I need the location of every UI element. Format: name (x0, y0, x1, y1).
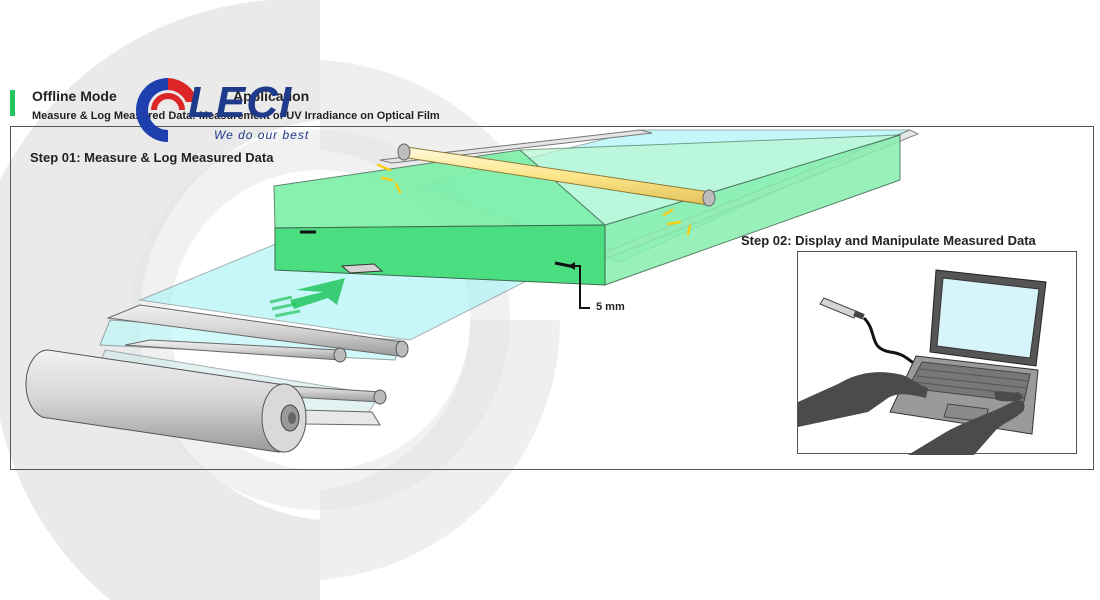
film-supply-roll (25, 349, 307, 453)
gap-dimension-label: 5 mm (596, 301, 625, 313)
mode-title: Offline Mode (32, 88, 117, 104)
direction-arrow-icon (269, 278, 345, 318)
logo-tagline: We do our best (214, 128, 310, 142)
leci-logo (136, 78, 198, 142)
logo-brand-text: LECI (188, 78, 293, 127)
gap-dimension-marker (568, 262, 590, 309)
step-01-label: Step 01: Measure & Log Measured Data (30, 150, 274, 165)
diagram-frame (10, 126, 1094, 470)
page-subtitle: Measure & Log Measured Data: Measurement… (32, 110, 440, 122)
sensor-probe (340, 263, 384, 274)
uv-lamp (376, 143, 716, 236)
laptop-illustration (798, 269, 1047, 455)
application-label: Application (233, 88, 310, 104)
header-accent-bar (10, 90, 15, 116)
laptop-inset-frame (797, 251, 1077, 455)
step-02-label: Step 02: Display and Manipulate Measured… (741, 233, 1036, 248)
